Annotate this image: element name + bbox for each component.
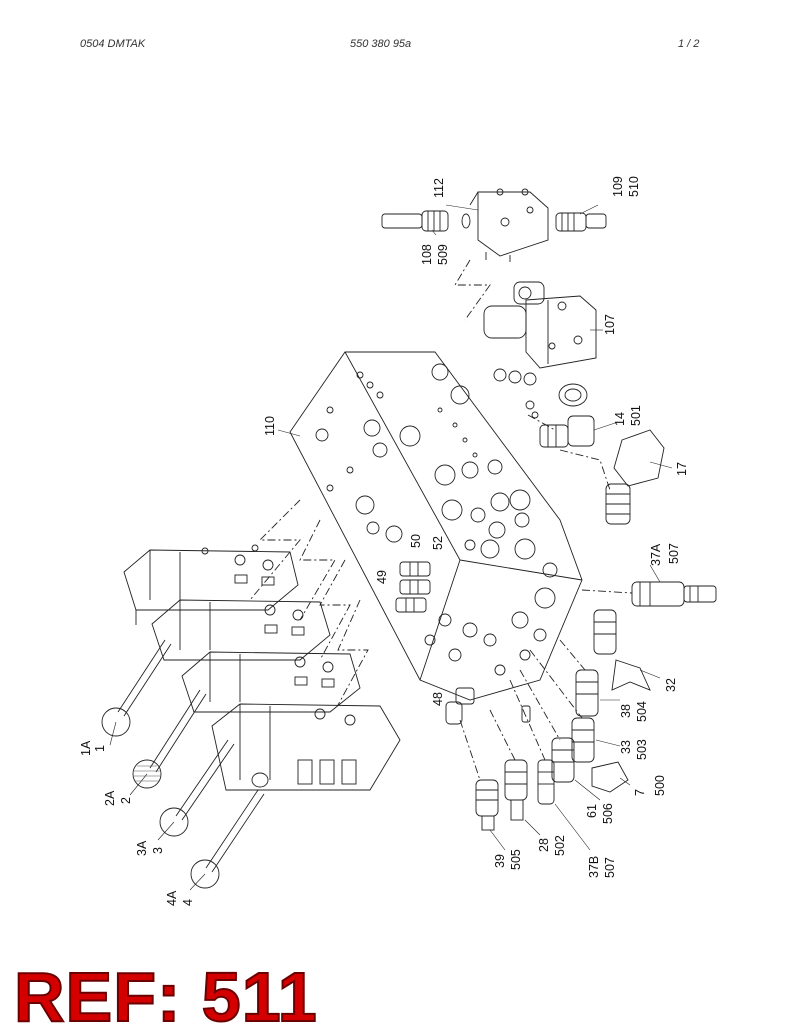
plug-fitting <box>558 383 588 407</box>
section-valve-2 <box>151 599 331 661</box>
callout-50: 50 <box>409 534 423 548</box>
callout-503: 503 <box>635 739 649 760</box>
callout-108: 108 <box>420 244 434 265</box>
cartridge-109 <box>555 212 607 232</box>
cartridge-39 <box>475 779 499 831</box>
callout-2a: 2A <box>103 790 117 806</box>
callout-110: 110 <box>263 416 277 436</box>
callout-7: 7 <box>633 789 647 796</box>
valve-block-112 <box>469 188 549 262</box>
cartridge-33 <box>571 717 595 763</box>
cartridge-14 <box>525 400 595 448</box>
reference-label: REF: 511 <box>13 958 318 1036</box>
cartridge-32 <box>593 609 651 691</box>
callout-509: 509 <box>436 244 450 265</box>
callout-39: 39 <box>493 854 507 868</box>
pin-fitting <box>521 705 531 723</box>
callout-3: 3 <box>151 847 165 854</box>
section-valve-3 <box>181 651 361 713</box>
header-part-number: 550 380 95a <box>350 38 412 50</box>
cartridge-108 <box>381 210 471 232</box>
header-drawing-code: 0504 DMTAK <box>80 38 146 50</box>
knob-2-hatch <box>134 765 160 782</box>
callout-4a: 4A <box>165 890 179 906</box>
cartridge-28 <box>504 759 528 821</box>
callout-507-bottom: 507 <box>603 857 617 878</box>
plug-48 <box>445 687 475 725</box>
lever-2 <box>132 689 207 789</box>
callout-107: 107 <box>603 314 617 335</box>
header-page-number: 1 / 2 <box>678 38 700 50</box>
knob-7 <box>591 761 629 793</box>
o-rings-107 <box>493 368 537 386</box>
callout-32: 32 <box>664 678 678 692</box>
callout-510: 510 <box>627 176 641 197</box>
callout-501: 501 <box>629 405 643 426</box>
callout-3a: 3A <box>135 840 149 856</box>
cartridge-group-50-52-49 <box>395 561 431 613</box>
callout-33: 33 <box>619 740 633 754</box>
callout-17: 17 <box>675 462 689 476</box>
callout-4: 4 <box>181 899 195 906</box>
callout-109: 109 <box>611 176 625 197</box>
section-valve-4 <box>211 703 401 791</box>
manifold-block-110 <box>289 351 583 701</box>
callout-48: 48 <box>431 692 445 706</box>
callout-1: 1 <box>93 745 107 752</box>
callout-507-top: 507 <box>667 543 681 564</box>
callout-14: 14 <box>613 412 627 426</box>
callout-38: 38 <box>619 704 633 718</box>
callout-49: 49 <box>375 570 389 584</box>
callout-37b: 37B <box>587 856 601 878</box>
callout-502: 502 <box>553 835 567 856</box>
callout-2: 2 <box>119 797 133 804</box>
cartridge-38 <box>575 669 599 717</box>
cartridge-61 <box>551 737 575 783</box>
callout-37a: 37A <box>649 543 663 566</box>
callout-28: 28 <box>537 838 551 852</box>
lever-1 <box>101 639 172 737</box>
solenoid-valve-107 <box>483 281 597 369</box>
cartridge-37b <box>537 759 555 805</box>
pressure-sensor-17 <box>605 429 665 525</box>
fitting-37a <box>631 581 717 607</box>
callout-52: 52 <box>431 536 445 550</box>
callout-500: 500 <box>653 775 667 796</box>
callout-61: 61 <box>585 804 599 818</box>
callout-504: 504 <box>635 701 649 722</box>
callout-506: 506 <box>601 803 615 824</box>
lever-3 <box>159 739 235 837</box>
callout-505: 505 <box>509 849 523 870</box>
section-valve-1 <box>123 544 299 625</box>
callout-1a: 1A <box>79 740 93 756</box>
lever-4 <box>190 789 265 889</box>
callout-112: 112 <box>432 178 446 198</box>
